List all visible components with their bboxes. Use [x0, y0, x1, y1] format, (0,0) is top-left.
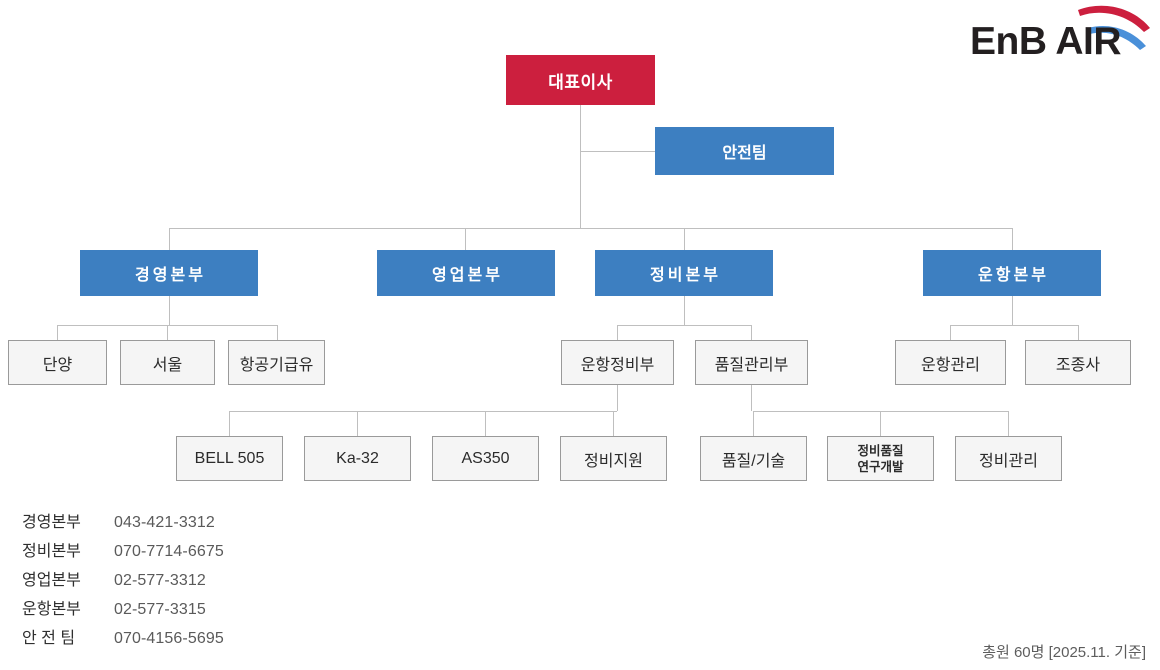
node-flight-maintenance-dept[interactable]: 운항정비부 [561, 340, 674, 385]
connector-drop-sales-hq [465, 228, 466, 250]
node-sales-hq[interactable]: 영업본부 [377, 250, 555, 296]
contact-row: 정비본부 070-7714-6675 [22, 537, 224, 566]
contact-phone-value: 02-577-3312 [114, 572, 206, 589]
connector-drop-flight-maint [617, 325, 618, 340]
contact-dept-label: 안 전 팀 [22, 630, 76, 647]
connector-drop-flight-ops [950, 325, 951, 340]
contact-list: 경영본부 043-421-3312 정비본부 070-7714-6675 영업본… [22, 508, 224, 653]
connector-stem-quality-ctrl [751, 385, 752, 411]
node-aircraft-refueling[interactable]: 항공기급유 [228, 340, 325, 385]
contact-phone-value: 070-7714-6675 [114, 543, 224, 560]
node-maintenance-quality-rnd-line2: 연구개발 [857, 459, 904, 474]
connector-drop-seoul [167, 325, 168, 340]
logo-wordmark: EnB AIR [970, 20, 1122, 63]
connector-stem-mgmt-hq [169, 296, 170, 325]
enb-air-logo: EnB AIR [970, 4, 1150, 70]
contact-phone-value: 02-577-3315 [114, 601, 206, 618]
node-pilots[interactable]: 조종사 [1025, 340, 1131, 385]
headcount-note: 총원 60명 [2025.11. 기준] [982, 644, 1146, 661]
contact-dept-label: 영업본부 [22, 572, 81, 589]
node-quality-technology[interactable]: 품질/기술 [700, 436, 807, 481]
connector-bus-flight-maint [229, 411, 617, 412]
node-ka-32[interactable]: Ka-32 [304, 436, 411, 481]
contact-row: 영업본부 02-577-3312 [22, 566, 224, 595]
node-maintenance-quality-rnd-line1: 정비품질 [857, 443, 904, 458]
connector-drop-pilots [1078, 325, 1079, 340]
connector-drop-maint-support [613, 411, 614, 436]
connector-bus-flight-hq [950, 325, 1078, 326]
contact-row: 안 전 팀 070-4156-5695 [22, 624, 224, 653]
logo-swoosh-icon [1078, 5, 1150, 50]
connector-drop-refuel [277, 325, 278, 340]
node-safety-team[interactable]: 안전팀 [655, 127, 834, 175]
connector-drop-maint-rnd [880, 411, 881, 436]
connector-drop-ka32 [357, 411, 358, 436]
node-quality-control-dept[interactable]: 품질관리부 [695, 340, 808, 385]
connector-drop-quality-ctrl [751, 325, 752, 340]
node-seoul[interactable]: 서울 [120, 340, 215, 385]
connector-drop-flight-hq [1012, 228, 1013, 250]
contact-row: 운항본부 02-577-3315 [22, 595, 224, 624]
node-maintenance-hq[interactable]: 정비본부 [595, 250, 773, 296]
connector-drop-as350 [485, 411, 486, 436]
connector-ceo-stem [580, 105, 581, 229]
connector-drop-maint-mgmt [1008, 411, 1009, 436]
node-maintenance-management[interactable]: 정비관리 [955, 436, 1062, 481]
connector-drop-danyang [57, 325, 58, 340]
connector-stem-flight-hq [1012, 296, 1013, 325]
contact-dept-label: 운항본부 [22, 601, 81, 618]
contact-dept-label: 경영본부 [22, 514, 81, 531]
node-bell-505[interactable]: BELL 505 [176, 436, 283, 481]
connector-bus-maint-hq [617, 325, 752, 326]
connector-drop-mgmt-hq [169, 228, 170, 250]
node-management-hq[interactable]: 경영본부 [80, 250, 258, 296]
node-maintenance-support[interactable]: 정비지원 [560, 436, 667, 481]
contact-row: 경영본부 043-421-3312 [22, 508, 224, 537]
connector-stem-maint-hq [684, 296, 685, 325]
node-maintenance-quality-rnd[interactable]: 정비품질 연구개발 [827, 436, 934, 481]
connector-bus-quality-ctrl [753, 411, 1009, 412]
node-danyang[interactable]: 단양 [8, 340, 107, 385]
contact-phone-value: 043-421-3312 [114, 514, 215, 531]
connector-drop-bell505 [229, 411, 230, 436]
connector-ceo-to-safety [580, 151, 655, 152]
node-as350[interactable]: AS350 [432, 436, 539, 481]
connector-level2-bus [169, 228, 1013, 229]
contact-phone-value: 070-4156-5695 [114, 630, 224, 647]
connector-drop-quality-tech [753, 411, 754, 436]
connector-stem-flight-maint [617, 385, 618, 411]
connector-drop-maint-hq [684, 228, 685, 250]
contact-dept-label: 정비본부 [22, 543, 81, 560]
node-ceo[interactable]: 대표이사 [506, 55, 655, 105]
node-flight-management[interactable]: 운항관리 [895, 340, 1006, 385]
node-flight-operations-hq[interactable]: 운항본부 [923, 250, 1101, 296]
